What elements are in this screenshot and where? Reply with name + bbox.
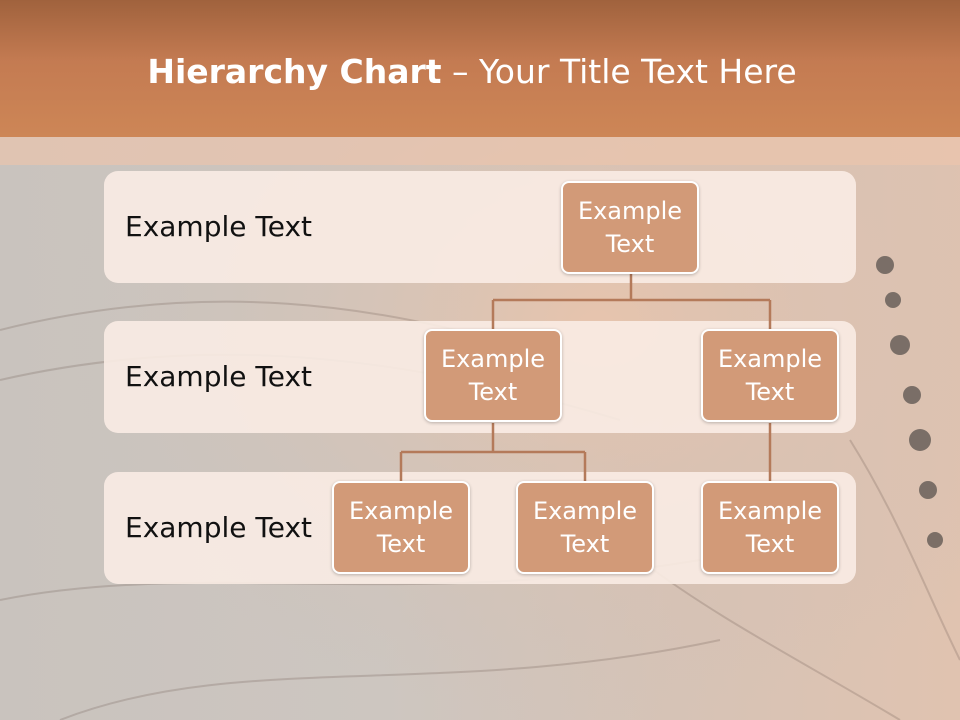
- title-accent-strip: [0, 137, 960, 165]
- org-node-level3-a-label: Example Text: [348, 496, 454, 558]
- slide-title: Hierarchy Chart – Your Title Text Here: [0, 52, 944, 91]
- org-node-level3-b-label: Example Text: [532, 496, 638, 558]
- title-bar: [0, 0, 960, 137]
- org-node-root[interactable]: Example Text: [561, 181, 699, 274]
- level-label-1: Example Text: [125, 210, 313, 243]
- level-label-3: Example Text: [125, 511, 313, 544]
- level-band-1: [104, 171, 856, 283]
- org-node-level2-left-label: Example Text: [440, 344, 546, 406]
- org-node-level3-c[interactable]: Example Text: [701, 481, 839, 574]
- level-label-2: Example Text: [125, 360, 313, 393]
- org-node-level3-b[interactable]: Example Text: [516, 481, 654, 574]
- org-node-root-label: Example Text: [577, 196, 683, 258]
- org-node-level2-right[interactable]: Example Text: [701, 329, 839, 422]
- connector-root-to-level2: [491, 274, 772, 329]
- org-node-level2-left[interactable]: Example Text: [424, 329, 562, 422]
- org-node-level2-right-label: Example Text: [717, 344, 823, 406]
- connector-left-to-level3: [399, 423, 587, 481]
- title-rest: – Your Title Text Here: [441, 52, 797, 91]
- org-node-level3-c-label: Example Text: [717, 496, 823, 558]
- org-node-level3-a[interactable]: Example Text: [332, 481, 470, 574]
- title-bold: Hierarchy Chart: [147, 52, 442, 91]
